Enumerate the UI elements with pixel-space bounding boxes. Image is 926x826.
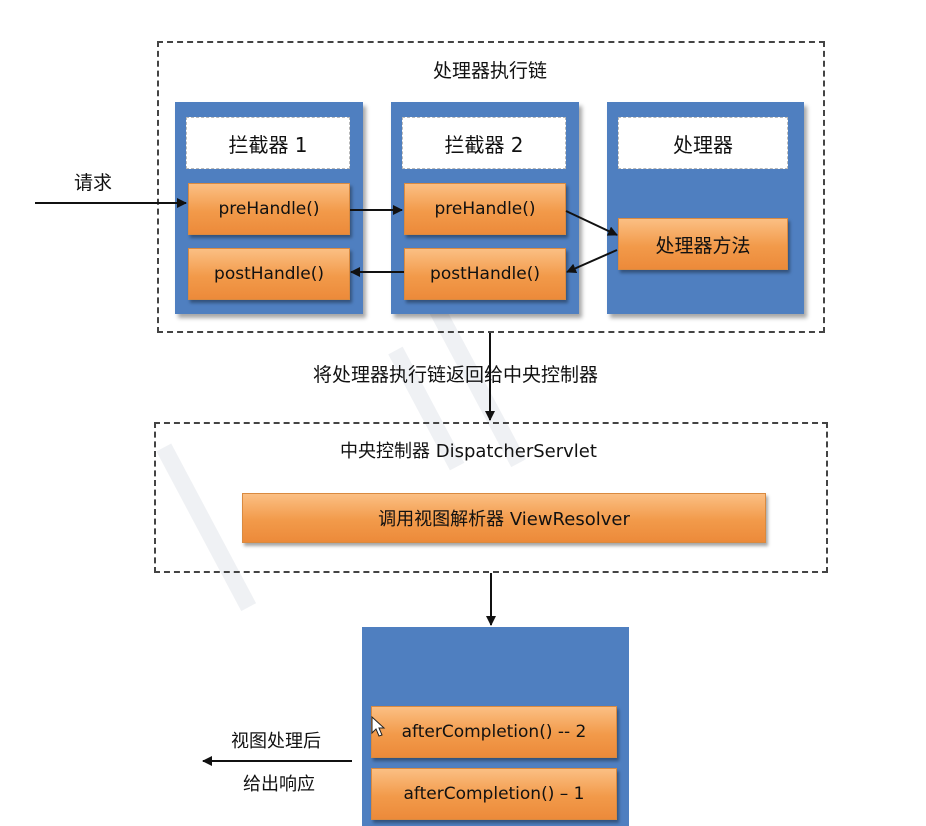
handler-title: 处理器 [618,117,788,169]
interceptor-1-posthandle: postHandle() [188,248,350,300]
interceptor-1-title: 拦截器 1 [186,117,350,169]
response-label-line1: 视图处理后 [231,731,321,752]
handler-to-posthandle-2-arrow [566,249,618,273]
handler-chain-container [157,41,825,333]
interceptor-2-posthandle: postHandle() [404,248,566,300]
request-label: 请求 [74,172,113,194]
prehandle-2-to-handler-arrow [565,210,618,236]
interceptor-1-prehandle: preHandle() [188,183,350,235]
interceptor-2-title: 拦截器 2 [402,117,566,169]
interceptor-2-prehandle: preHandle() [404,183,566,235]
handler-chain-title: 处理器执行链 [432,60,547,82]
response-label-line2: 给出响应 [243,774,315,795]
dispatcher-title: 中央控制器 DispatcherServlet [340,441,597,462]
return-label: 将处理器执行链返回给中央控制器 [313,364,599,386]
handler-method: 处理器方法 [618,218,788,270]
dispatcher-container [154,422,828,573]
view-resolver-box: 调用视图解析器 ViewResolver [242,493,766,543]
after-completion-1: afterCompletion() – 1 [371,768,617,820]
mouse-cursor-icon [371,715,386,737]
